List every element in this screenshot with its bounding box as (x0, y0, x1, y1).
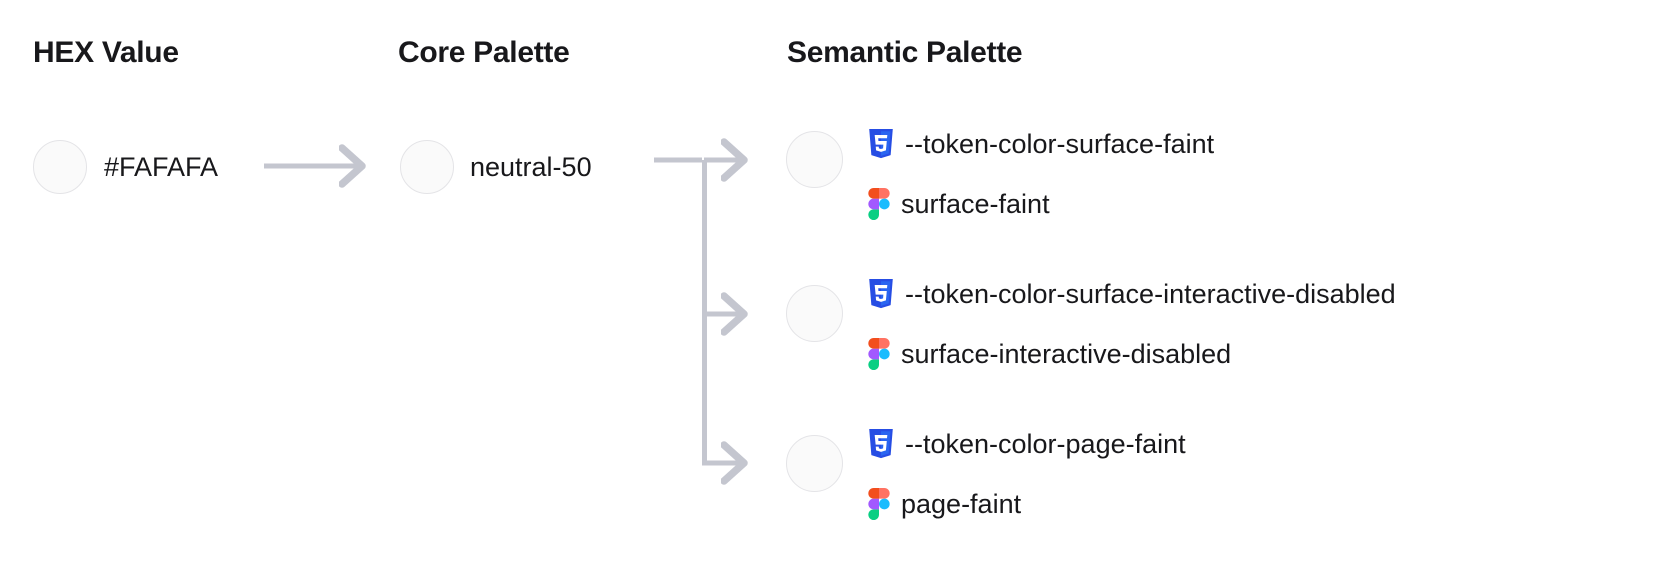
figma-token-line: surface-interactive-disabled (868, 324, 1396, 384)
css-token-line: --token-color-page-faint (868, 414, 1186, 474)
hex-value-label: #FAFAFA (104, 152, 219, 182)
column-header-hex-value: HEX Value (33, 36, 179, 69)
column-header-semantic-palette: Semantic Palette (787, 36, 1023, 69)
core-color-swatch (400, 140, 454, 194)
hex-color-swatch (33, 140, 87, 194)
css-token-line: --token-color-surface-faint (868, 114, 1214, 174)
semantic-color-swatch-surface-interactive-disabled (786, 285, 843, 342)
figma-token-label: page-faint (901, 488, 1022, 519)
css3-icon (868, 279, 894, 309)
css-token-label: --token-color-surface-interactive-disabl… (905, 278, 1396, 309)
css-token-label: --token-color-page-faint (905, 428, 1186, 459)
semantic-color-swatch-surface-faint (786, 131, 843, 188)
figma-icon (868, 338, 890, 370)
column-header-core-palette: Core Palette (398, 36, 570, 69)
figma-icon (868, 488, 890, 520)
figma-token-label: surface-faint (901, 188, 1050, 219)
css3-icon (868, 129, 894, 159)
figma-icon (868, 188, 890, 220)
semantic-color-swatch-page-faint (786, 435, 843, 492)
css-token-line: --token-color-surface-interactive-disabl… (868, 264, 1396, 324)
figma-token-line: page-faint (868, 474, 1186, 534)
figma-token-line: surface-faint (868, 174, 1214, 234)
figma-token-label: surface-interactive-disabled (901, 338, 1232, 369)
css-token-label: --token-color-surface-faint (905, 128, 1215, 159)
semantic-token-group-page-faint: --token-color-page-faint page-faint (868, 414, 1186, 534)
core-value-label: neutral-50 (470, 152, 592, 182)
semantic-token-group-surface-interactive-disabled: --token-color-surface-interactive-disabl… (868, 264, 1396, 384)
css3-icon (868, 429, 894, 459)
semantic-token-group-surface-faint: --token-color-surface-faint surface-fain… (868, 114, 1214, 234)
arrow-core-to-semantic-branch (654, 160, 742, 463)
